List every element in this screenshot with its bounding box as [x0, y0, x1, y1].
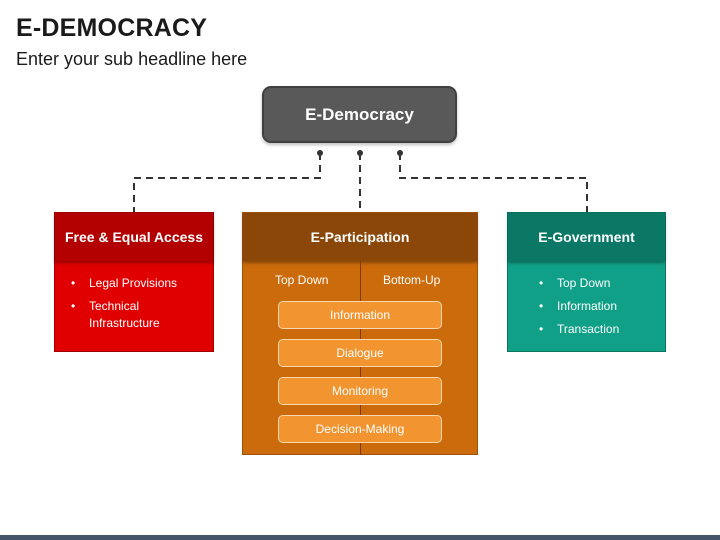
participation-item: Decision-Making [278, 415, 442, 443]
connector-dot-left [317, 150, 323, 156]
page-title: E-DEMOCRACY [16, 14, 208, 42]
column-label-top-down: Top Down [275, 273, 329, 287]
connector-dot-right [397, 150, 403, 156]
list-item: Transaction [533, 321, 663, 338]
page-subtitle: Enter your sub headline here [16, 49, 248, 69]
list-item: Technical Infrastructure [65, 298, 210, 332]
branch-header: E-Participation [243, 213, 477, 261]
participation-item: Monitoring [278, 377, 442, 405]
connector-right [399, 153, 588, 212]
connector-left [133, 153, 321, 212]
branch-header: E-Government [508, 213, 665, 261]
bottom-accent-bar [0, 535, 720, 540]
branch-header: Free & Equal Access [55, 213, 213, 261]
root-node: E-Democracy [262, 86, 457, 143]
list-item: Legal Provisions [65, 275, 210, 292]
participation-item: Dialogue [278, 339, 442, 367]
branch-e-participation: E-Participation Top Down Bottom-Up Infor… [242, 212, 478, 455]
branch-e-government: E-Government Top Down Information Transa… [507, 212, 666, 352]
column-label-bottom-up: Bottom-Up [383, 273, 441, 287]
branch-bullet-list: Legal Provisions Technical Infrastructur… [65, 275, 210, 338]
participation-item: Information [278, 301, 442, 329]
branch-free-equal-access: Free & Equal Access Legal Provisions Tec… [54, 212, 214, 352]
connector-dot-center [357, 150, 363, 156]
list-item: Information [533, 298, 663, 315]
list-item: Top Down [533, 275, 663, 292]
branch-bullet-list: Top Down Information Transaction [533, 275, 663, 344]
